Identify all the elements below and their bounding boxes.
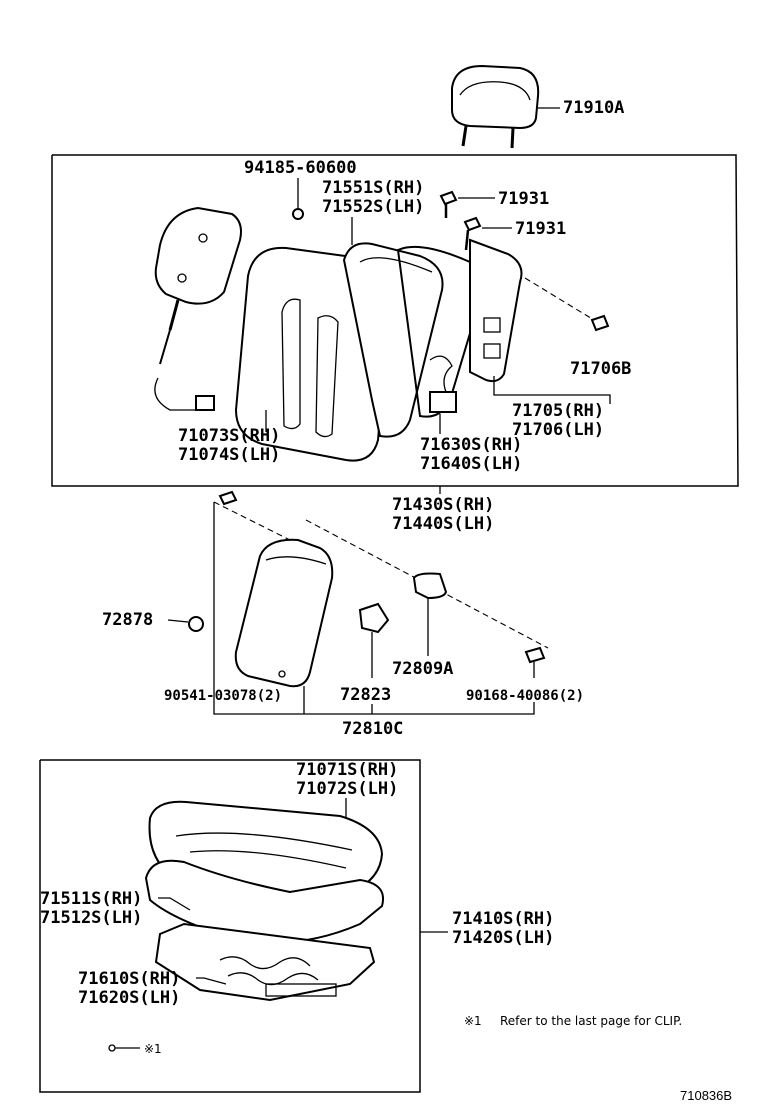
seatback-box bbox=[51, 154, 739, 487]
label-72823: 72823 bbox=[340, 685, 391, 705]
legend-mark: ※1 bbox=[144, 1042, 162, 1056]
label-71071s: 71071S(RH) bbox=[296, 760, 398, 780]
cushion-box bbox=[39, 759, 421, 1093]
label-71706b: 71706B bbox=[570, 359, 631, 379]
screw-90541-part[interactable] bbox=[218, 490, 238, 506]
label-71551s: 71551S(RH) bbox=[322, 178, 424, 198]
armrest-dash-a bbox=[213, 501, 301, 546]
label-71620s: 71620S(LH) bbox=[78, 988, 180, 1008]
seatback-frame-part[interactable] bbox=[396, 245, 485, 418]
clip-symbol-icon bbox=[108, 1044, 140, 1052]
spring-leader bbox=[196, 977, 227, 985]
label-72878: 72878 bbox=[102, 610, 153, 630]
guide-71931-b-part[interactable] bbox=[463, 216, 482, 251]
note-mark: ※1 bbox=[464, 1014, 482, 1028]
label-71511s: 71511S(RH) bbox=[40, 889, 142, 909]
clip-71706b-dash bbox=[524, 277, 595, 321]
label-71552s: 71552S(LH) bbox=[322, 197, 424, 217]
label-71072s: 71072S(LH) bbox=[296, 779, 398, 799]
label-71931-b: 71931 bbox=[515, 219, 566, 239]
armrest-bracket bbox=[213, 700, 535, 715]
side-cover-part[interactable] bbox=[154, 206, 242, 411]
note-text: Refer to the last page for CLIP. bbox=[500, 1014, 682, 1028]
label-94185-60600: 94185-60600 bbox=[244, 158, 357, 178]
label-71512s: 71512S(LH) bbox=[40, 908, 142, 928]
knob-leader bbox=[167, 619, 189, 623]
seatback-pad-part[interactable] bbox=[342, 242, 444, 438]
cushion-spring-part[interactable] bbox=[154, 922, 376, 1002]
label-72810c: 72810C bbox=[342, 719, 403, 739]
label-71640s: 71640S(LH) bbox=[420, 454, 522, 474]
label-71410s: 71410S(RH) bbox=[452, 909, 554, 929]
guide-71931-a-part[interactable] bbox=[439, 190, 458, 218]
headrest-part[interactable] bbox=[451, 64, 540, 149]
back-board-part[interactable] bbox=[469, 238, 523, 383]
cushion-pad-leader bbox=[158, 897, 191, 911]
bolt-94185-part[interactable] bbox=[292, 208, 304, 220]
knob-72878-part[interactable] bbox=[188, 616, 204, 632]
label-71706: 71706(LH) bbox=[512, 420, 604, 440]
label-71430s: 71430S(RH) bbox=[392, 495, 494, 515]
label-71630s: 71630S(RH) bbox=[420, 435, 522, 455]
label-71073s: 71073S(RH) bbox=[178, 426, 280, 446]
label-71074s: 71074S(LH) bbox=[178, 445, 280, 465]
label-90541-03078: 90541-03078(2) bbox=[164, 688, 282, 704]
armrest-part[interactable] bbox=[234, 538, 334, 688]
label-71420s: 71420S(LH) bbox=[452, 928, 554, 948]
armrest-dash-b bbox=[305, 519, 549, 649]
label-71705: 71705(RH) bbox=[512, 401, 604, 421]
clip-72823-part[interactable] bbox=[358, 602, 390, 634]
clip-71706b-part[interactable] bbox=[590, 314, 610, 332]
label-71440s: 71440S(LH) bbox=[392, 514, 494, 534]
label-71931-a: 71931 bbox=[498, 189, 549, 209]
frame-leader bbox=[493, 376, 611, 404]
label-72809a: 72809A bbox=[392, 659, 453, 679]
label-71910a: 71910A bbox=[563, 98, 624, 118]
cover-72809a-part[interactable] bbox=[412, 572, 448, 600]
label-71610s: 71610S(RH) bbox=[78, 969, 180, 989]
label-90168-40086: 90168-40086(2) bbox=[466, 688, 584, 704]
drawing-code: 710836B bbox=[680, 1088, 732, 1103]
screw-90168-part[interactable] bbox=[524, 646, 546, 664]
